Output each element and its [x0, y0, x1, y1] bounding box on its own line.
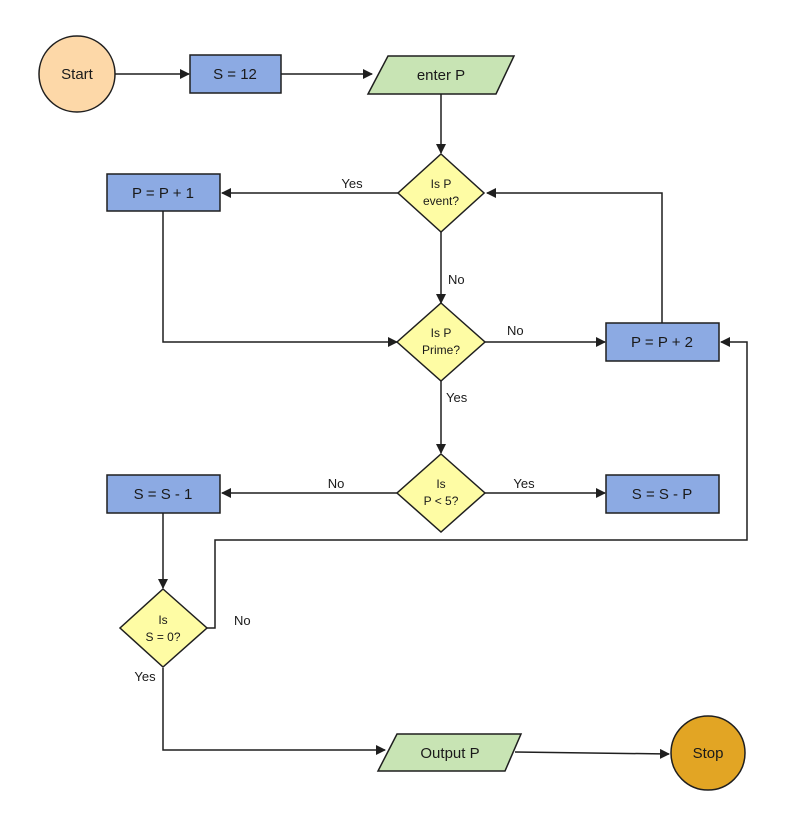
is-less5-label-line1: Is: [436, 477, 445, 491]
label-zero-no: No: [234, 613, 251, 628]
is-less5-label-line2: P < 5?: [424, 494, 459, 508]
is-zero-label-line2: S = 0?: [145, 630, 180, 644]
edge-output-to-stop: [514, 748, 670, 759]
s-init-node: S = 12: [189, 54, 282, 94]
label-even-yes: Yes: [341, 176, 363, 191]
label-even-no: No: [448, 272, 465, 287]
s-minus-1-node: S = S - 1: [106, 474, 221, 514]
enter-p-label: enter P: [417, 67, 465, 84]
start-shape: [38, 35, 116, 113]
enter-p-node: enter P: [366, 55, 516, 95]
label-prime-yes: Yes: [446, 390, 468, 405]
is-prime-label-line2: Prime?: [422, 343, 460, 357]
is-zero-shape: [118, 587, 209, 669]
stop-shape: [670, 715, 746, 791]
output-p-label: Output P: [420, 745, 479, 762]
stop-node: Stop: [670, 715, 746, 791]
start-node: Start: [38, 35, 116, 113]
p-plus-2-node: P = P + 2: [605, 322, 720, 362]
is-even-label-line1: Is P: [431, 177, 452, 191]
is-less5-shape: [395, 452, 487, 534]
stop-label: Stop: [693, 745, 724, 762]
is-even-decision: Is P event?: [396, 152, 486, 234]
label-zero-yes: Yes: [134, 669, 156, 684]
s-minus-p-shape: [605, 474, 720, 514]
output-p-shape: [376, 733, 523, 772]
s-init-shape: [189, 54, 282, 94]
s-init-label: S = 12: [213, 66, 257, 83]
s-minus-p-node: S = S - P: [605, 474, 720, 514]
is-even-shape: [396, 152, 486, 234]
is-zero-label-line1: Is: [158, 613, 167, 627]
p-plus-2-shape: [605, 322, 720, 362]
connectors: [115, 69, 748, 759]
p-plus-1-shape: [106, 173, 221, 212]
is-even-label-line2: event?: [423, 194, 459, 208]
p-plus-2-label: P = P + 2: [631, 334, 693, 351]
is-less5-decision: Is P < 5?: [395, 452, 487, 534]
label-less5-no: No: [328, 476, 345, 491]
is-prime-label-line1: Is P: [431, 326, 452, 340]
start-label: Start: [61, 66, 94, 83]
enter-p-shape: [366, 55, 516, 95]
edge-p-plus-1-to-is-prime: [162, 211, 398, 347]
edge-labels: Yes No No Yes No Yes No Yes: [134, 176, 535, 684]
p-plus-1-label: P = P + 1: [132, 185, 194, 202]
p-plus-1-node: P = P + 1: [106, 173, 221, 212]
edge-p-plus-2-to-is-even: [486, 188, 663, 323]
label-prime-no: No: [507, 323, 524, 338]
s-minus-1-label: S = S - 1: [134, 486, 193, 503]
edge-is-zero-yes: [162, 668, 386, 755]
is-zero-decision: Is S = 0?: [118, 587, 209, 669]
edge-is-zero-no: [207, 337, 748, 629]
is-prime-decision: Is P Prime?: [395, 301, 487, 383]
is-prime-shape: [395, 301, 487, 383]
s-minus-1-shape: [106, 474, 221, 514]
s-minus-p-label: S = S - P: [632, 486, 692, 503]
label-less5-yes: Yes: [513, 476, 535, 491]
output-p-node: Output P: [376, 733, 523, 772]
